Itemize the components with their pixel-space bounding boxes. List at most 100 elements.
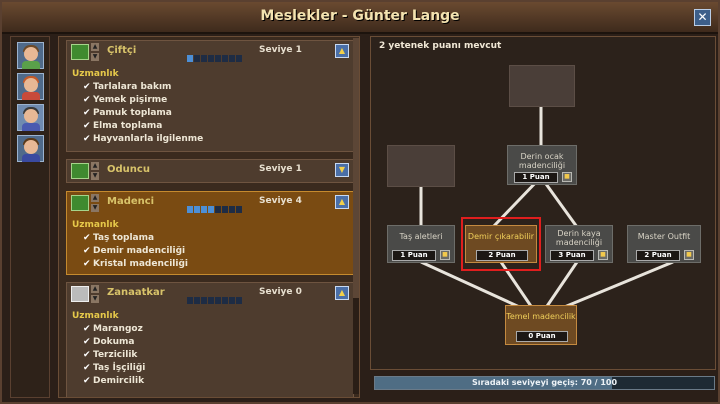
profession-name: Çiftçi: [107, 45, 137, 56]
checkmark-icon: ✔: [83, 121, 91, 131]
skill-item[interactable]: ✔Yemek pişirme: [83, 95, 168, 105]
profession-scrollbar[interactable]: [353, 38, 359, 394]
selection-highlight: [461, 217, 541, 271]
profession-level: Seviye 1: [259, 45, 302, 55]
priority-up-icon[interactable]: ▲: [91, 43, 99, 51]
priority-up-icon[interactable]: ▲: [91, 162, 99, 170]
avatar-body: [22, 123, 40, 131]
priority-up-icon[interactable]: ▲: [91, 285, 99, 293]
skill-node-stone-tools[interactable]: Taş aletleri 1 Puan ■: [387, 225, 455, 263]
profession-miner[interactable]: ▲▼ Madenci Seviye 4 ▲ Uzmanlık ✔Taş topl…: [66, 191, 354, 275]
skill-node-master-outfit[interactable]: Master Outfit 2 Puan ■: [627, 225, 701, 263]
skill-cost: 3 Puan: [550, 250, 594, 261]
skill-cost: 2 Puan: [476, 250, 528, 261]
skill-item[interactable]: ✔Marangoz: [83, 324, 143, 334]
level-pip: [201, 55, 207, 62]
expand-button[interactable]: ▼: [335, 163, 349, 177]
progress-fill: [375, 377, 613, 389]
checkmark-icon: ✔: [83, 259, 91, 269]
profession-name: Oduncu: [107, 164, 150, 175]
available-points: 2 yetenek puanı mevcut: [379, 41, 502, 51]
skill-item[interactable]: ✔Demir madenciliği: [83, 246, 186, 256]
skill-item[interactable]: ✔Taş İşçiliği: [83, 363, 146, 373]
skill-name: Master Outfit: [637, 232, 691, 241]
priority-arrows[interactable]: ▲▼: [91, 194, 99, 212]
priority-up-icon[interactable]: ▲: [91, 194, 99, 202]
colonist-avatar-1[interactable]: [17, 42, 44, 69]
scrollbar-thumb[interactable]: [353, 38, 359, 298]
skill-item[interactable]: ✔Demircilik: [83, 376, 145, 386]
skill-node-basic-mining[interactable]: Temel madencilik 0 Puan: [505, 305, 577, 345]
collapse-button[interactable]: ▲: [335, 195, 349, 209]
collapse-button[interactable]: ▲: [335, 44, 349, 58]
skill-item[interactable]: ✔Kristal madenciliği: [83, 259, 188, 269]
triangle-up-icon: ▲: [338, 288, 346, 297]
skill-node-deep-quarry[interactable]: Derin ocak madenciliği 1 Puan ■: [507, 145, 577, 185]
profession-craftsman: ▲▼ Zanaatkar Seviye 0 ▲ Uzmanlık ✔Marang…: [66, 282, 354, 397]
miner-icon: [71, 195, 89, 211]
lock-icon: ■: [440, 250, 450, 260]
level-pip: [187, 206, 193, 213]
avatar-body: [22, 92, 40, 100]
skill-cost: 1 Puan: [514, 172, 558, 183]
skill-item[interactable]: ✔Elma toplama: [83, 121, 163, 131]
skill-name: Temel madencilik: [506, 312, 576, 321]
skill-item[interactable]: ✔Tarlalara bakım: [83, 82, 172, 92]
skill-item[interactable]: ✔Taş toplama: [83, 233, 155, 243]
level-pip: [236, 55, 242, 62]
level-pip: [229, 206, 235, 213]
level-pip: [222, 297, 228, 304]
skill-item[interactable]: ✔Hayvanlarla ilgilenme: [83, 134, 204, 144]
priority-arrows[interactable]: ▲▼: [91, 285, 99, 303]
window-title: Meslekler - Günter Lange: [260, 8, 460, 24]
skill-name: Derin kaya madenciliği: [555, 229, 603, 247]
skill-name: Derin ocak madenciliği: [518, 152, 566, 170]
avatar-body: [22, 154, 40, 162]
triangle-up-icon: ▲: [338, 46, 346, 55]
level-pip: [222, 206, 228, 213]
level-pip: [187, 55, 193, 62]
skill-name: Demir çıkarabilir: [467, 232, 535, 241]
colonist-avatar-2[interactable]: [17, 73, 44, 100]
skill-node-iron-extraction[interactable]: Demir çıkarabilir 2 Puan: [465, 225, 537, 263]
avatar-face: [24, 47, 38, 61]
progress-label: Sıradaki seviyeyi geçiş: 70 / 100: [471, 378, 618, 387]
skill-item[interactable]: ✔Terzicilik: [83, 350, 138, 360]
skill-cost: 1 Puan: [392, 250, 436, 261]
priority-down-icon[interactable]: ▼: [91, 172, 99, 180]
woodcutter-icon: [71, 163, 89, 179]
checkmark-icon: ✔: [83, 363, 91, 373]
skill-node-deep-rock[interactable]: Derin kaya madenciliği 3 Puan ■: [545, 225, 613, 263]
specialization-label: Uzmanlık: [72, 220, 119, 230]
avatar-face: [24, 140, 38, 154]
colonist-avatar-4[interactable]: [17, 135, 44, 162]
priority-down-icon[interactable]: ▼: [91, 295, 99, 303]
level-pip: [229, 55, 235, 62]
title-bar: Meslekler - Günter Lange ✕: [2, 2, 718, 34]
skill-item[interactable]: ✔Pamuk toplama: [83, 108, 172, 118]
triangle-down-icon: ▼: [338, 165, 346, 174]
profession-level: Seviye 0: [259, 287, 302, 297]
lock-icon: ■: [684, 250, 694, 260]
profession-name: Zanaatkar: [107, 287, 165, 298]
checkmark-icon: ✔: [83, 233, 91, 243]
collapse-button[interactable]: ▲: [335, 286, 349, 300]
checkmark-icon: ✔: [83, 134, 91, 144]
skill-item[interactable]: ✔Dokuma: [83, 337, 135, 347]
level-pip: [208, 55, 214, 62]
checkmark-icon: ✔: [83, 350, 91, 360]
level-pip: [215, 55, 221, 62]
close-button[interactable]: ✕: [694, 9, 711, 26]
tree-link: [539, 176, 579, 228]
avatar-face: [24, 109, 38, 123]
level-pip: [222, 55, 228, 62]
profession-name: Madenci: [107, 196, 155, 207]
priority-down-icon[interactable]: ▼: [91, 53, 99, 61]
priority-arrows[interactable]: ▲▼: [91, 43, 99, 61]
level-pip: [215, 297, 221, 304]
colonist-avatar-3[interactable]: [17, 104, 44, 131]
priority-arrows[interactable]: ▲▼: [91, 162, 99, 180]
priority-down-icon[interactable]: ▼: [91, 204, 99, 212]
craftsman-icon: [71, 286, 89, 302]
profession-level: Seviye 4: [259, 196, 302, 206]
